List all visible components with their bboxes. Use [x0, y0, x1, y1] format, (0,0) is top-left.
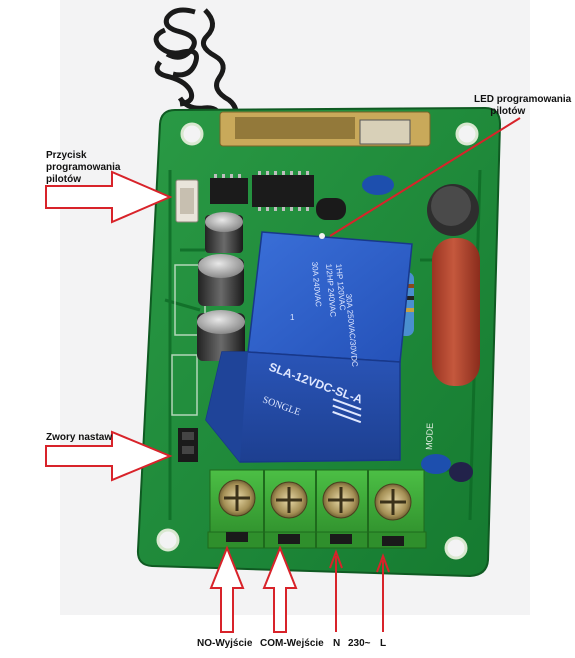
- programming-button-label: Przycisk programowania pilotów: [46, 150, 121, 185]
- no-output-label: NO-Wyjście: [197, 638, 253, 649]
- inductor: [427, 184, 479, 236]
- relay-pin-label: 1: [290, 313, 295, 322]
- transistor: [316, 198, 346, 220]
- film-capacitor: [432, 238, 480, 386]
- relay-rating-240: 30A 240VAC: [310, 261, 323, 307]
- relay: 30A 240VAC 1HP 120VAC 1/2HP 240VAC 30A 2…: [205, 231, 413, 463]
- programming-led-label: LED programowania pilotów: [474, 94, 572, 117]
- songle-logo: [332, 398, 362, 424]
- jumper-block: [178, 428, 198, 462]
- mains-label: 230~: [348, 638, 371, 649]
- mounting-holes: [156, 122, 479, 560]
- programming-button: [175, 179, 199, 223]
- com-input-label: COM-Wejście: [260, 638, 324, 649]
- jumpers-label: Zwory nastaw: [46, 432, 113, 443]
- terminal-screws: [218, 479, 412, 521]
- ic-chips: [210, 171, 314, 211]
- relay-hp-120: 1HP 120VAC: [334, 263, 347, 311]
- pcb-mode-label: MODE: [424, 423, 435, 450]
- arrow-jumpers: [45, 430, 173, 482]
- ceramic-capacitors: [362, 175, 473, 482]
- led-pointer-line: [329, 117, 521, 237]
- electrolytic-capacitors: [197, 212, 245, 361]
- n-label: N: [333, 638, 341, 649]
- arrow-com-input: [262, 545, 298, 633]
- arrow-programming-button: [45, 170, 173, 224]
- terminal-block: [207, 469, 427, 549]
- rf-receiver-module: [219, 111, 431, 147]
- l-label: L: [380, 638, 387, 649]
- callout-lines: [329, 117, 521, 632]
- callout-arrows: [45, 170, 298, 633]
- arrow-no-output: [209, 545, 245, 633]
